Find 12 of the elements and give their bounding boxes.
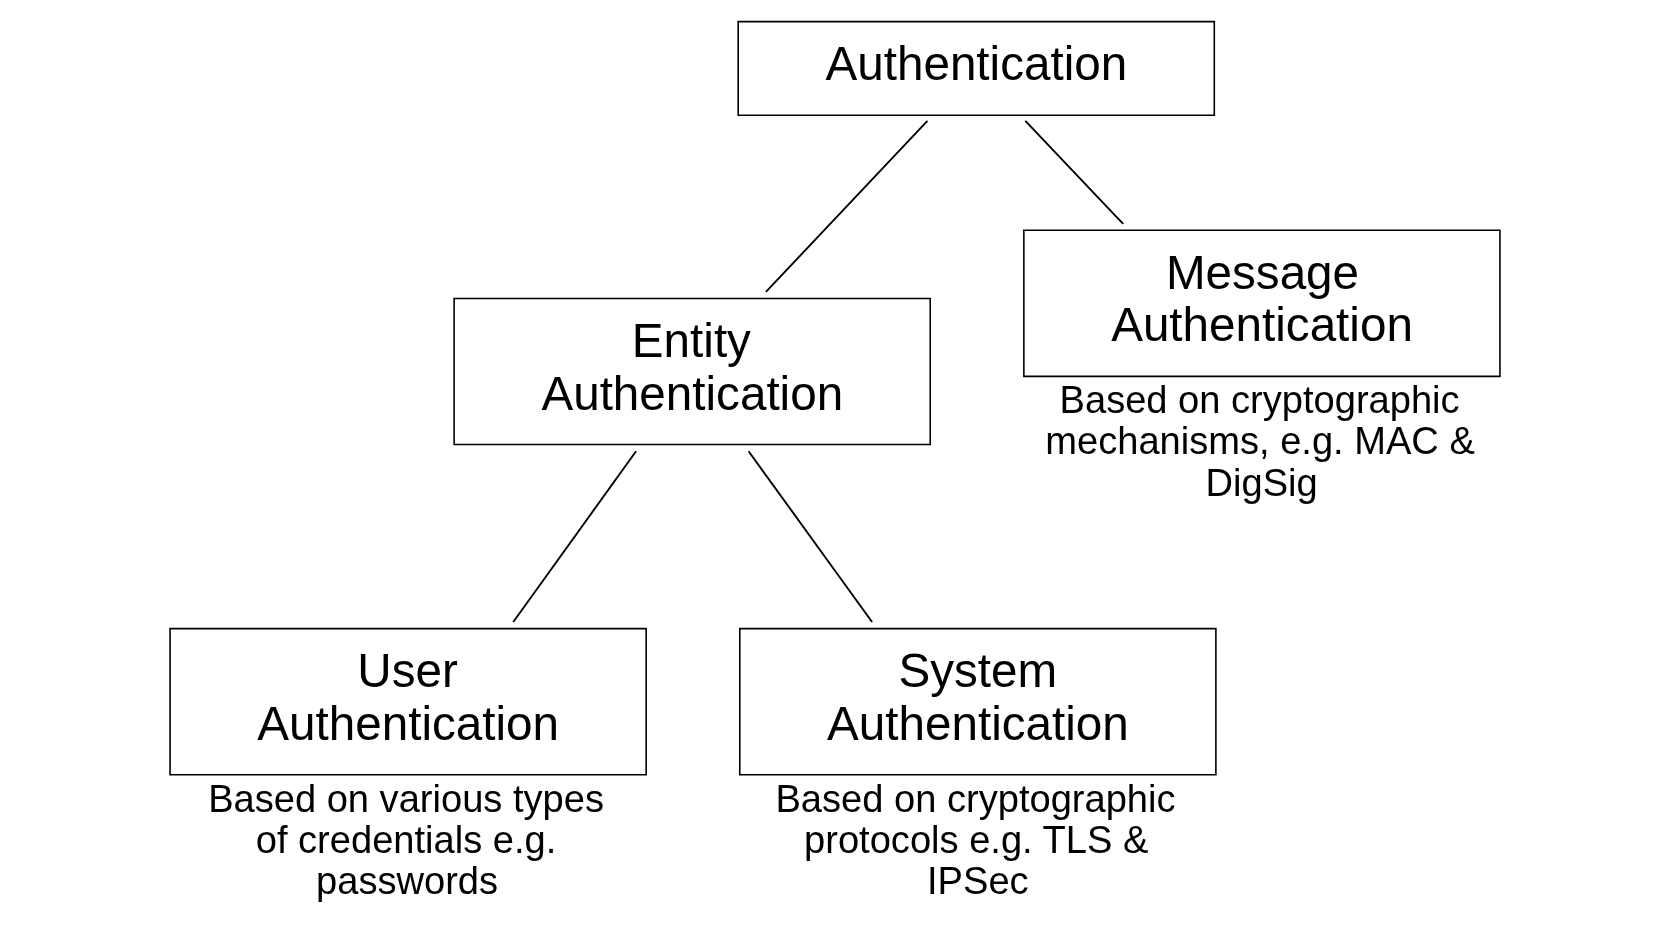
node-label: Based on cryptographic protocols e.g. TLS & IPSec xyxy=(775,777,1176,903)
node-box: Authentication xyxy=(737,20,1216,117)
node-box: System Authentication xyxy=(739,627,1217,776)
node-box: Message Authentication xyxy=(1023,229,1501,378)
node-box: User Authentication xyxy=(169,627,647,776)
connector xyxy=(512,450,637,623)
connector xyxy=(1024,120,1125,225)
node-box: Entity Authentication xyxy=(453,297,931,446)
node-label: Based on cryptographic mechanisms, e.g. MAC & DigSig xyxy=(1045,379,1475,504)
connector xyxy=(764,120,929,293)
node-label: Based on various types of credentials e.g. passwords xyxy=(208,777,604,903)
connector xyxy=(747,450,874,623)
